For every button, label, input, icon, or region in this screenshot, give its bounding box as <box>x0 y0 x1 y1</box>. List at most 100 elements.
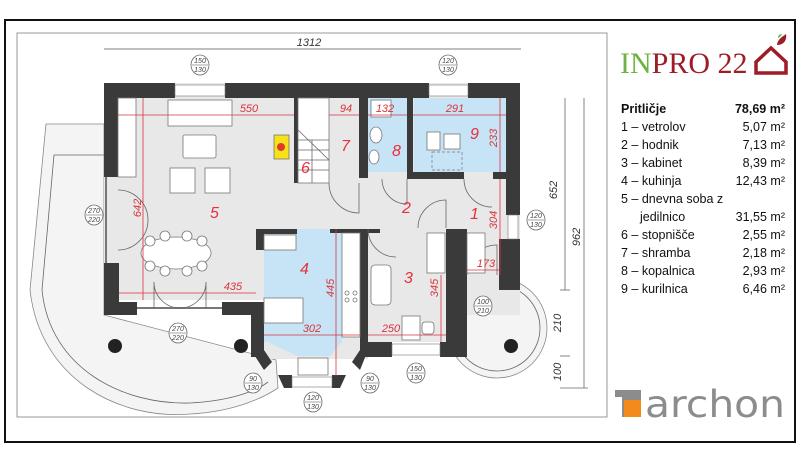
window-kitchen[interactable] <box>291 376 333 388</box>
dimension-lines <box>104 48 588 389</box>
room-number-3: 3 <box>404 270 413 287</box>
window-tag-width: 270 <box>87 208 100 215</box>
window-tag-width: 90 <box>366 376 374 383</box>
window-tag-height: 220 <box>87 217 100 224</box>
office-chair <box>421 321 435 335</box>
dimension-labels: 1312 550 94 132 291 233 642 304 435 445 … <box>132 37 583 381</box>
dim-550: 550 <box>240 103 259 115</box>
inpro-logo-pro: PRO 22 <box>652 47 748 80</box>
dim-345: 345 <box>429 278 441 297</box>
legend-room-area: 5,07 m² <box>743 120 785 134</box>
window-tag-height: 220 <box>171 335 184 342</box>
legend-room-label: jedilnico <box>639 210 685 224</box>
archon-logo-text: archon <box>645 383 785 426</box>
legend-title: Pritličje <box>621 102 666 116</box>
sink <box>297 357 329 376</box>
window-vestibule[interactable] <box>507 214 519 240</box>
svg-text:INPRO 22: INPRO 22 <box>620 47 748 80</box>
window-tags: 1501301201302702201201302702201002109013… <box>84 54 546 413</box>
legend-room-area: 12,43 m² <box>736 174 785 188</box>
window-tag-height: 130 <box>442 67 454 74</box>
archon-logo-orange-square <box>624 400 641 417</box>
window-tag-height: 130 <box>364 385 376 392</box>
room-4-floor-overlay <box>264 229 342 356</box>
dim-233: 233 <box>488 128 500 148</box>
legend-room-label: 4 – kuhinja <box>621 174 682 188</box>
dim-962: 962 <box>571 228 583 246</box>
staircase <box>297 97 330 184</box>
window-tag-width: 120 <box>307 395 319 402</box>
office-sofa <box>370 264 392 306</box>
dim-304: 304 <box>488 211 500 229</box>
shower <box>370 99 392 118</box>
dining-table <box>140 236 212 270</box>
sofa <box>167 99 233 127</box>
legend-room-area: 7,13 m² <box>743 138 785 152</box>
armchair <box>169 167 196 194</box>
legend-room-label: 3 – kabinet <box>621 156 683 170</box>
legend-room-label: 7 – shramba <box>621 246 691 260</box>
kitchen-counter <box>341 232 361 338</box>
window-tag-width: 150 <box>410 366 422 373</box>
window-tag-width: 150 <box>194 58 206 65</box>
dim-132: 132 <box>376 103 394 115</box>
dim-94: 94 <box>340 103 352 115</box>
dim-100: 100 <box>552 362 564 381</box>
legend-room-label: 1 – vetrolov <box>621 120 686 134</box>
boiler <box>426 131 441 151</box>
dim-250: 250 <box>381 323 401 335</box>
dim-overall-width: 1312 <box>297 37 321 49</box>
legend-room-area: 8,39 m² <box>743 156 785 170</box>
range-hood <box>263 234 297 251</box>
window-living[interactable] <box>174 84 226 97</box>
legend-room-area: 2,55 m² <box>743 228 785 242</box>
window-boiler[interactable] <box>428 84 469 97</box>
office-wardrobe <box>426 232 446 274</box>
armchair <box>204 167 231 194</box>
floor-plan: 1 2 3 4 5 6 7 8 9 1312 550 94 132 291 23… <box>29 37 588 415</box>
room-number-5: 5 <box>210 205 219 222</box>
legend-total: 78,69 m² <box>735 102 785 116</box>
room-number-9: 9 <box>470 126 479 143</box>
dim-642: 642 <box>132 199 144 217</box>
legend-room-area: 2,18 m² <box>743 246 785 260</box>
window-tag-width: 120 <box>442 58 454 65</box>
window-tag-height: 130 <box>307 404 319 411</box>
room-number-1: 1 <box>470 206 479 223</box>
house-icon <box>754 34 788 75</box>
windows[interactable] <box>105 84 519 388</box>
dim-210: 210 <box>552 313 564 333</box>
furniture <box>117 97 486 376</box>
dim-435: 435 <box>224 281 243 293</box>
window-tag-width: 100 <box>477 299 489 306</box>
inpro-logo: INPRO 22 <box>620 34 788 80</box>
room-numbers: 1 2 3 4 5 6 7 8 9 <box>210 126 479 287</box>
fire-icon <box>277 143 285 151</box>
hall-wardrobe <box>466 232 486 274</box>
tank <box>443 133 461 150</box>
window-office[interactable] <box>391 343 441 356</box>
wardrobe <box>117 97 137 178</box>
room-number-6: 6 <box>301 160 310 177</box>
room-number-8: 8 <box>392 143 401 160</box>
archon-logo: archon <box>615 383 785 426</box>
room-number-4: 4 <box>300 261 309 278</box>
window-tag-height: 130 <box>247 385 259 392</box>
dim-652: 652 <box>548 181 560 199</box>
dim-173: 173 <box>477 258 496 270</box>
legend-room-area: 31,55 m² <box>736 210 785 224</box>
room-number-7: 7 <box>341 138 351 155</box>
window-tag-width: 90 <box>249 376 257 383</box>
window-tag-width: 120 <box>530 213 542 220</box>
window-tag-height: 210 <box>476 308 489 315</box>
legend-room-area: 6,46 m² <box>743 282 785 296</box>
